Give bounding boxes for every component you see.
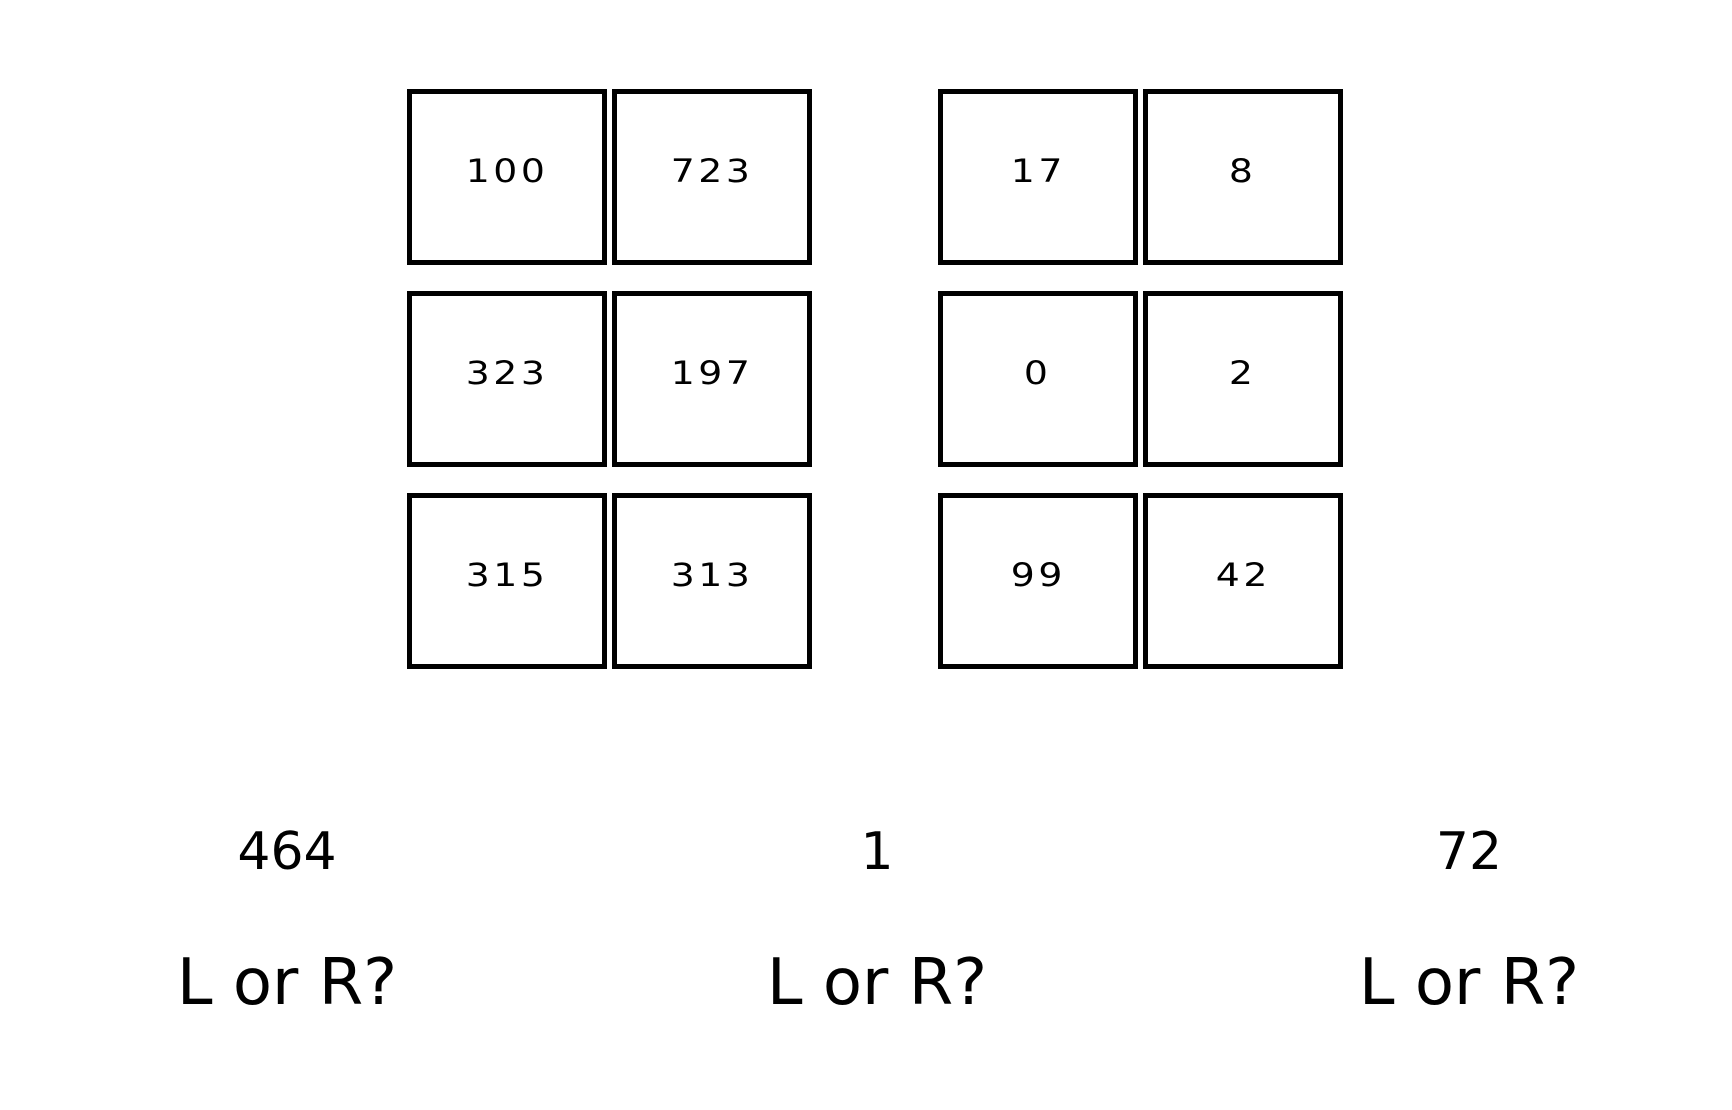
right-grid-cell[interactable]: 42	[1143, 493, 1343, 669]
cell-value: 8	[1229, 152, 1257, 190]
left-grid-cell[interactable]: 315	[407, 493, 607, 669]
cell-value: 0	[1024, 354, 1052, 392]
cell-value: 100	[465, 152, 549, 190]
right-grid-cell[interactable]: 17	[938, 89, 1138, 265]
choice-question[interactable]: L or R?	[1358, 946, 1580, 1020]
choice-question[interactable]: L or R?	[176, 946, 398, 1020]
left-grid-cell[interactable]: 197	[612, 291, 812, 467]
choice-question[interactable]: L or R?	[766, 946, 988, 1020]
cell-value: 323	[465, 354, 549, 392]
right-grid-cell[interactable]: 0	[938, 291, 1138, 467]
right-grid-cell[interactable]: 99	[938, 493, 1138, 669]
left-grid-cell[interactable]: 100	[407, 89, 607, 265]
right-grid-cell[interactable]: 8	[1143, 89, 1343, 265]
cell-value: 723	[670, 152, 754, 190]
cell-value: 2	[1229, 354, 1257, 392]
target-number: 464	[237, 822, 337, 882]
cell-value: 313	[670, 556, 754, 594]
left-grid-cell[interactable]: 313	[612, 493, 812, 669]
left-grid-cell[interactable]: 723	[612, 89, 812, 265]
cell-value: 17	[1010, 152, 1066, 190]
cell-value: 99	[1010, 556, 1066, 594]
left-grid-cell[interactable]: 323	[407, 291, 607, 467]
right-number-grid: 17 8 0 2 99 42	[938, 89, 1343, 669]
cell-value: 197	[670, 354, 754, 392]
left-number-grid: 100 723 323 197 315 313	[407, 89, 812, 669]
cell-value: 315	[465, 556, 549, 594]
cell-value: 42	[1215, 556, 1271, 594]
right-grid-cell[interactable]: 2	[1143, 291, 1343, 467]
target-number: 1	[860, 822, 894, 882]
target-number: 72	[1435, 822, 1503, 882]
